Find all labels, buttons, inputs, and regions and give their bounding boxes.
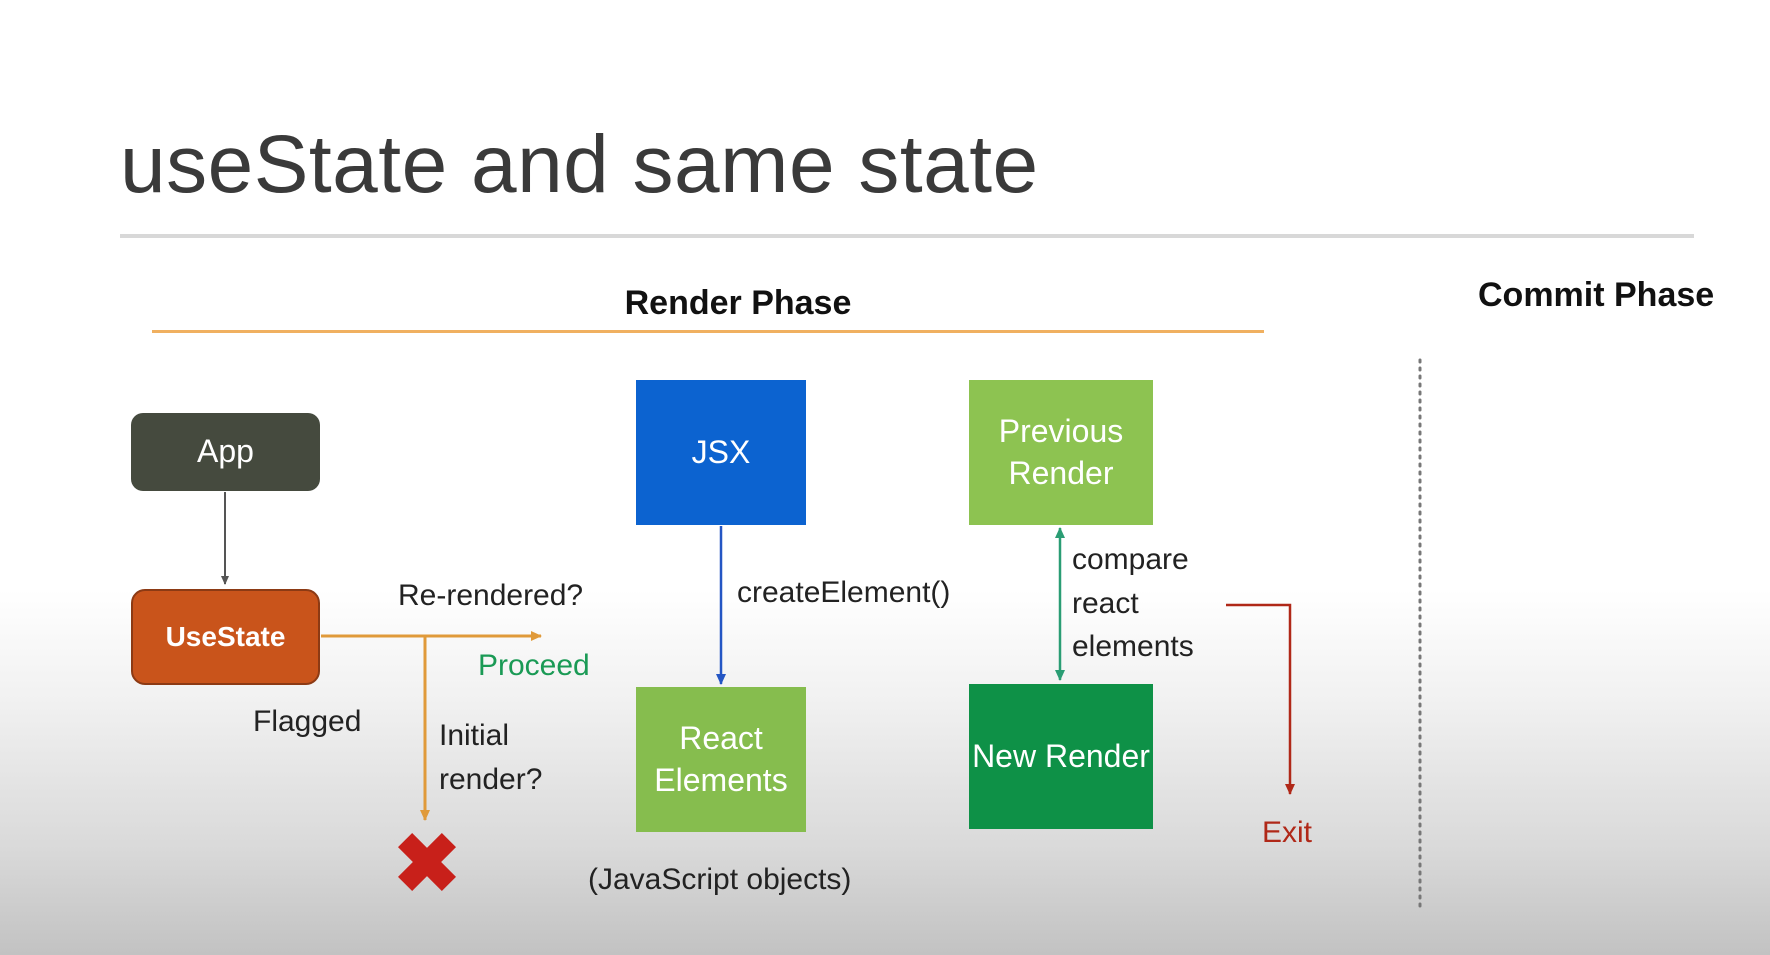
compare-label: compare react elements: [1072, 543, 1194, 663]
previous-render-node: Previous Render: [969, 380, 1153, 525]
proceed-label: Proceed: [478, 649, 590, 682]
render-phase-heading: Render Phase: [624, 284, 852, 322]
new-render-node: New Render: [969, 684, 1153, 829]
re-rendered-label: Re-rendered?: [398, 579, 584, 612]
render-phase-rule: [152, 330, 1264, 333]
slide-title: useState and same state: [120, 119, 1039, 210]
red-x-icon: [398, 833, 456, 891]
initial-render-label: Initial render?: [439, 719, 543, 796]
title-divider: [120, 234, 1694, 238]
flagged-label: Flagged: [253, 705, 362, 738]
exit-label: Exit: [1262, 816, 1313, 849]
commit-phase-heading: Commit Phase: [1478, 276, 1715, 314]
react-elements-node: React Elements: [636, 687, 806, 832]
exit-arrow: [1226, 603, 1295, 795]
usestate-node: UseState: [131, 589, 320, 685]
app-node: App: [131, 413, 320, 491]
jsx-node: JSX: [636, 380, 806, 525]
create-element-label: createElement(): [737, 576, 951, 609]
javascript-objects-label: (JavaScript objects): [588, 863, 852, 896]
